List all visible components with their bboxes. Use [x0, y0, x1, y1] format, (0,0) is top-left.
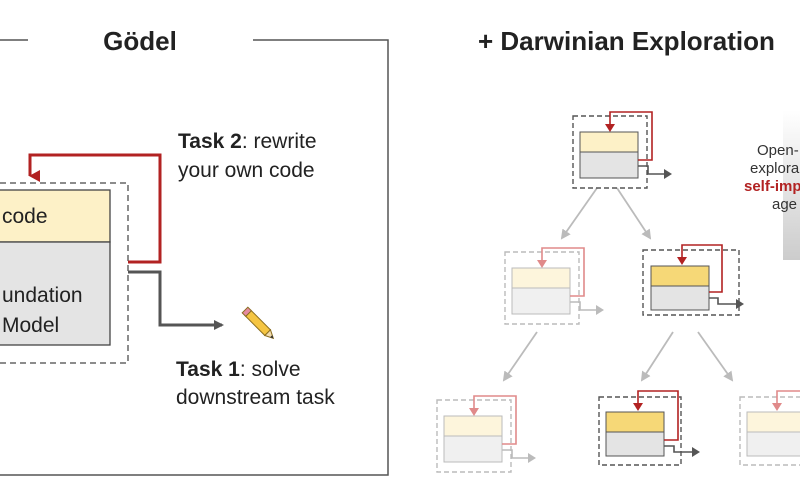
downstream-arrow: [128, 270, 224, 330]
task2-heading: Task 2: rewrite: [178, 130, 317, 153]
agent-node-faded: [739, 390, 800, 466]
task2-line2: your own code: [178, 159, 315, 182]
code-block: [0, 189, 111, 243]
agent-node-root: [572, 111, 672, 189]
left-panel: Gödel code undation Model Task 2: rewrit…: [0, 26, 389, 476]
tree-edge: [697, 331, 734, 382]
model-label-line1: undation: [2, 284, 83, 307]
agent-node-active: [642, 244, 744, 316]
left-panel-title: Gödel: [103, 26, 177, 56]
side-text-line1: Open-: [757, 142, 799, 159]
agent-node-faded: [436, 395, 536, 473]
foundation-model-block: [0, 241, 111, 346]
tree-edge: [560, 187, 598, 240]
right-panel: + Darwinian Exploration: [436, 26, 800, 473]
side-text-line3: self-imp: [744, 178, 800, 195]
agent-node-faded: [504, 247, 604, 325]
task1-line2: downstream task: [176, 386, 335, 409]
tree-edge: [502, 331, 538, 382]
task2-bold: Task 2: [178, 130, 242, 153]
side-text-line2: explora: [750, 160, 800, 177]
task1-bold: Task 1: [176, 358, 240, 381]
task1-rest: : solve: [240, 358, 301, 381]
open-ended-exploration-note: Open- explora self-imp age: [744, 110, 800, 260]
tree-edge: [640, 331, 674, 382]
task1-heading: Task 1: solve: [176, 358, 301, 381]
model-label-line2: Model: [2, 314, 59, 337]
left-panel-frame: [0, 39, 389, 476]
tree-edge: [616, 187, 652, 240]
big-down-arrow: [783, 110, 800, 260]
task2-rest: : rewrite: [242, 130, 317, 153]
code-label: code: [2, 205, 48, 228]
pencil-icon: [241, 306, 275, 340]
rewrite-loop-arrow: [28, 153, 162, 264]
side-text-line4: age: [772, 196, 797, 213]
agent-node-active: [598, 390, 700, 466]
right-panel-title: + Darwinian Exploration: [478, 26, 775, 56]
